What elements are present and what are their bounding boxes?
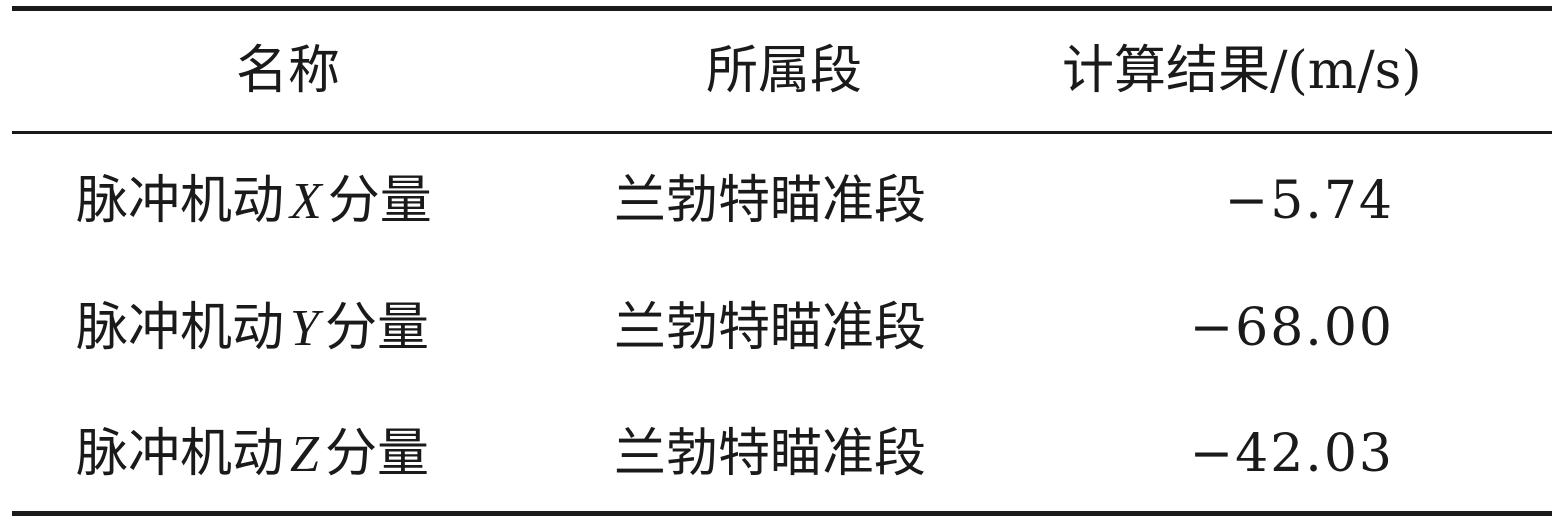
row-segment: 兰勃特瞄准段 <box>614 171 927 231</box>
axis-label: X <box>290 173 322 230</box>
row-value: −42.03 <box>1189 424 1394 484</box>
header-name: 名称 <box>236 41 341 101</box>
table-top-rule <box>12 6 1552 11</box>
header-segment: 所属段 <box>706 41 863 101</box>
name-suffix: 分量 <box>324 298 429 358</box>
axis-label: Z <box>290 426 319 483</box>
name-prefix: 脉冲机动 <box>76 298 285 358</box>
name-prefix: 脉冲机动 <box>76 171 285 231</box>
name-suffix: 分量 <box>327 171 432 231</box>
table-header-rule <box>12 131 1552 134</box>
name-prefix: 脉冲机动 <box>76 424 285 484</box>
row-segment: 兰勃特瞄准段 <box>614 298 927 358</box>
name-suffix: 分量 <box>324 424 429 484</box>
header-result: 计算结果/(m/s) <box>1062 41 1422 101</box>
row-value: −68.00 <box>1189 298 1394 358</box>
axis-label: Y <box>290 300 319 357</box>
row-value: −5.74 <box>1224 171 1394 231</box>
row-segment: 兰勃特瞄准段 <box>614 424 927 484</box>
table-bottom-rule <box>12 511 1552 516</box>
